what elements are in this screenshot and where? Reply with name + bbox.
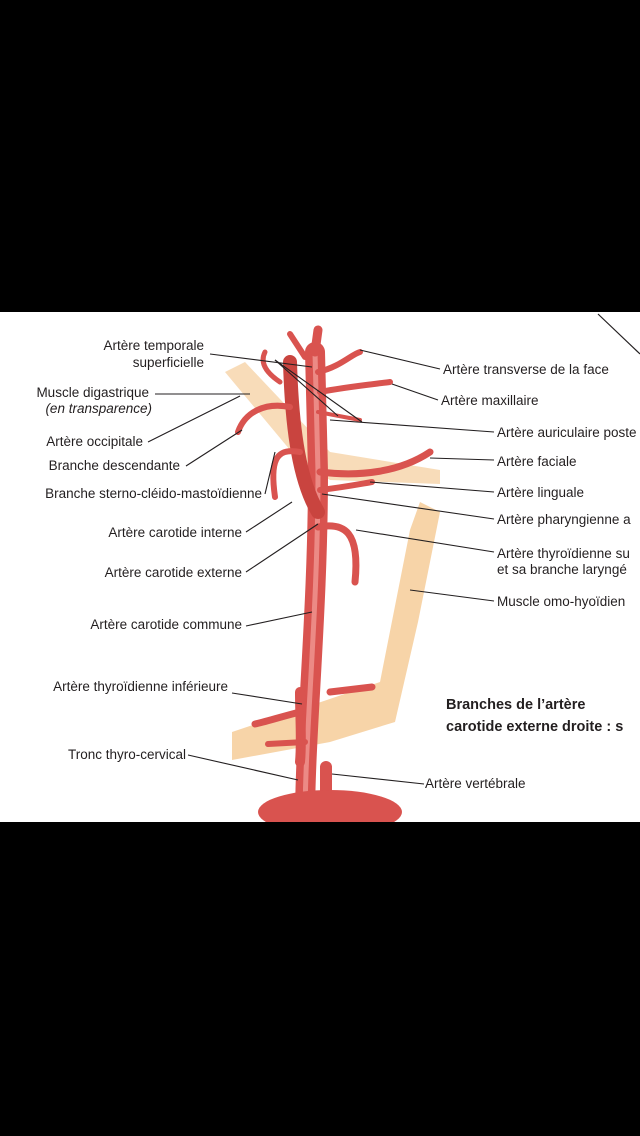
leader-lines bbox=[147, 349, 495, 785]
label-thyroidienne-sup-1: Artère thyroïdienne su bbox=[497, 546, 630, 561]
label-maxillaire: Artère maxillaire bbox=[441, 393, 539, 408]
anatomy-figure: Artère temporale superficielle Muscle di… bbox=[0, 312, 640, 822]
label-carotide-externe: Artère carotide externe bbox=[104, 565, 242, 580]
inferior-thyroid-artery bbox=[251, 708, 304, 728]
label-sterno: Branche sterno-cléido-mastoïdienne bbox=[45, 486, 262, 501]
label-auriculaire: Artère auriculaire poste bbox=[497, 425, 637, 440]
label-carotide-interne: Artère carotide interne bbox=[108, 525, 242, 540]
superior-thyroid-artery bbox=[314, 522, 360, 586]
lingual-artery bbox=[317, 479, 375, 493]
label-faciale: Artère faciale bbox=[497, 454, 577, 469]
label-linguale: Artère linguale bbox=[497, 485, 585, 500]
thyrocervical-trunk bbox=[295, 687, 306, 767]
label-digastrique-2: (en transparence) bbox=[45, 401, 152, 416]
label-omo-hyoidien: Muscle omo-hyoïdien bbox=[497, 594, 626, 609]
facial-artery bbox=[316, 448, 434, 478]
page-corner-line bbox=[597, 313, 640, 355]
caption-line-1: Branches de l’artère bbox=[446, 697, 586, 713]
label-temporale-1: Artère temporale bbox=[103, 338, 204, 353]
label-thyroidienne-sup-2: et sa branche laryngé bbox=[497, 562, 627, 577]
omo-hyoid-muscle bbox=[232, 502, 440, 760]
anatomy-illustration bbox=[147, 313, 640, 822]
label-digastrique-1: Muscle digastrique bbox=[36, 385, 149, 400]
label-thyroidienne-inferieure: Artère thyroïdienne inférieure bbox=[53, 679, 228, 694]
label-transverse-face: Artère transverse de la face bbox=[443, 362, 609, 377]
digastric-muscle bbox=[225, 362, 440, 484]
maxillary-artery bbox=[317, 379, 393, 395]
label-pharyngienne: Artère pharyngienne a bbox=[497, 512, 631, 527]
label-branche-descendante: Branche descendante bbox=[48, 458, 180, 473]
artery-tree bbox=[235, 325, 434, 822]
label-vertebrale: Artère vertébrale bbox=[425, 776, 526, 791]
label-carotide-commune: Artère carotide commune bbox=[90, 617, 242, 632]
sterno-branch bbox=[270, 448, 303, 500]
occipital-artery bbox=[235, 402, 293, 435]
label-occipitale: Artère occipitale bbox=[46, 434, 143, 449]
caption-line-2: carotide externe droite : s bbox=[446, 719, 624, 735]
subclavian-arch bbox=[258, 790, 402, 822]
label-temporale-2: superficielle bbox=[132, 355, 204, 370]
label-tronc: Tronc thyro-cervical bbox=[67, 747, 186, 762]
